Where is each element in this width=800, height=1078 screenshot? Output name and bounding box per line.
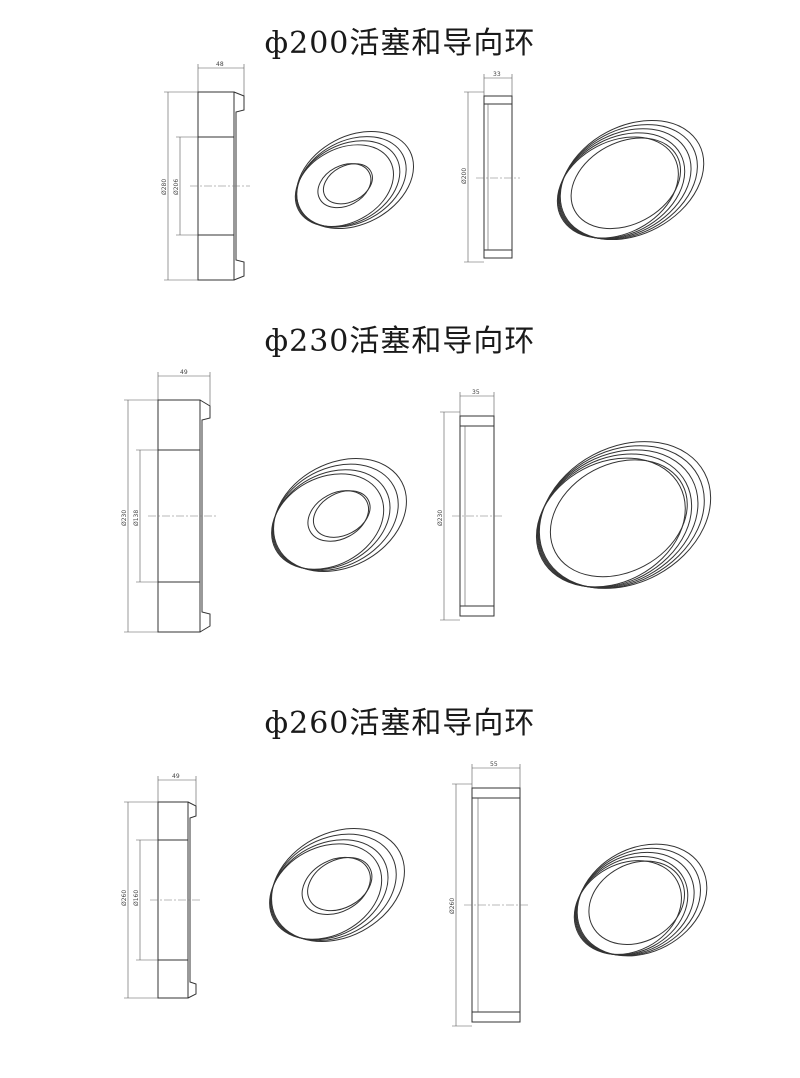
piston-outer-dia-label: Ø280: [161, 179, 168, 195]
ring-width-label: 33: [493, 71, 501, 78]
piston-section-drawing: 48 Ø280 Ø206: [161, 61, 250, 281]
piston-3d-view: [271, 458, 407, 572]
drawing-260: 49 Ø260 Ø160 55: [121, 761, 708, 1027]
ring-dia-label: Ø230: [437, 510, 444, 526]
ring-3d-view: [556, 119, 705, 241]
ring-width-label: 55: [490, 761, 498, 768]
piston-outer-dia-label: Ø260: [121, 890, 128, 906]
ring-section-drawing: 35 Ø230: [437, 389, 502, 621]
ring-dia-label: Ø200: [461, 168, 468, 184]
piston-section-drawing: 49 Ø260 Ø160: [121, 773, 200, 999]
piston-section-drawing: 49 Ø230 Ø138: [121, 369, 216, 633]
piston-inner-dia-label: Ø206: [173, 179, 180, 195]
section-title: ф200活塞和导向环: [264, 26, 536, 61]
piston-width-label: 49: [180, 369, 188, 376]
section-title: ф260活塞和导向环: [264, 706, 536, 741]
drawing-200: 48 Ø280 Ø206: [161, 61, 705, 281]
piston-inner-dia-label: Ø138: [133, 510, 140, 526]
section-title: ф230活塞和导向环: [264, 324, 536, 359]
section-200: ф200活塞和导向环 48 Ø280 Ø206: [0, 0, 800, 300]
drawing-230: 49 Ø230 Ø138 35: [121, 369, 712, 633]
section-260: ф260活塞和导向环 49 Ø260 Ø160: [0, 680, 800, 1078]
piston-3d-view: [294, 130, 415, 230]
piston-inner-dia-label: Ø160: [133, 890, 140, 906]
ring-3d-view: [573, 843, 708, 957]
ring-dia-label: Ø260: [449, 898, 456, 914]
ring-section-drawing: 33 Ø200: [461, 71, 520, 263]
ring-width-label: 35: [472, 389, 480, 396]
piston-width-label: 49: [172, 773, 180, 780]
ring-3d-view: [535, 441, 712, 589]
piston-3d-view: [269, 828, 405, 942]
piston-width-label: 48: [216, 61, 224, 68]
ring-section-drawing: 55 Ø260: [449, 761, 528, 1027]
piston-outer-dia-label: Ø230: [121, 510, 128, 526]
section-230: ф230活塞和导向环 49 Ø230 Ø138: [0, 300, 800, 680]
